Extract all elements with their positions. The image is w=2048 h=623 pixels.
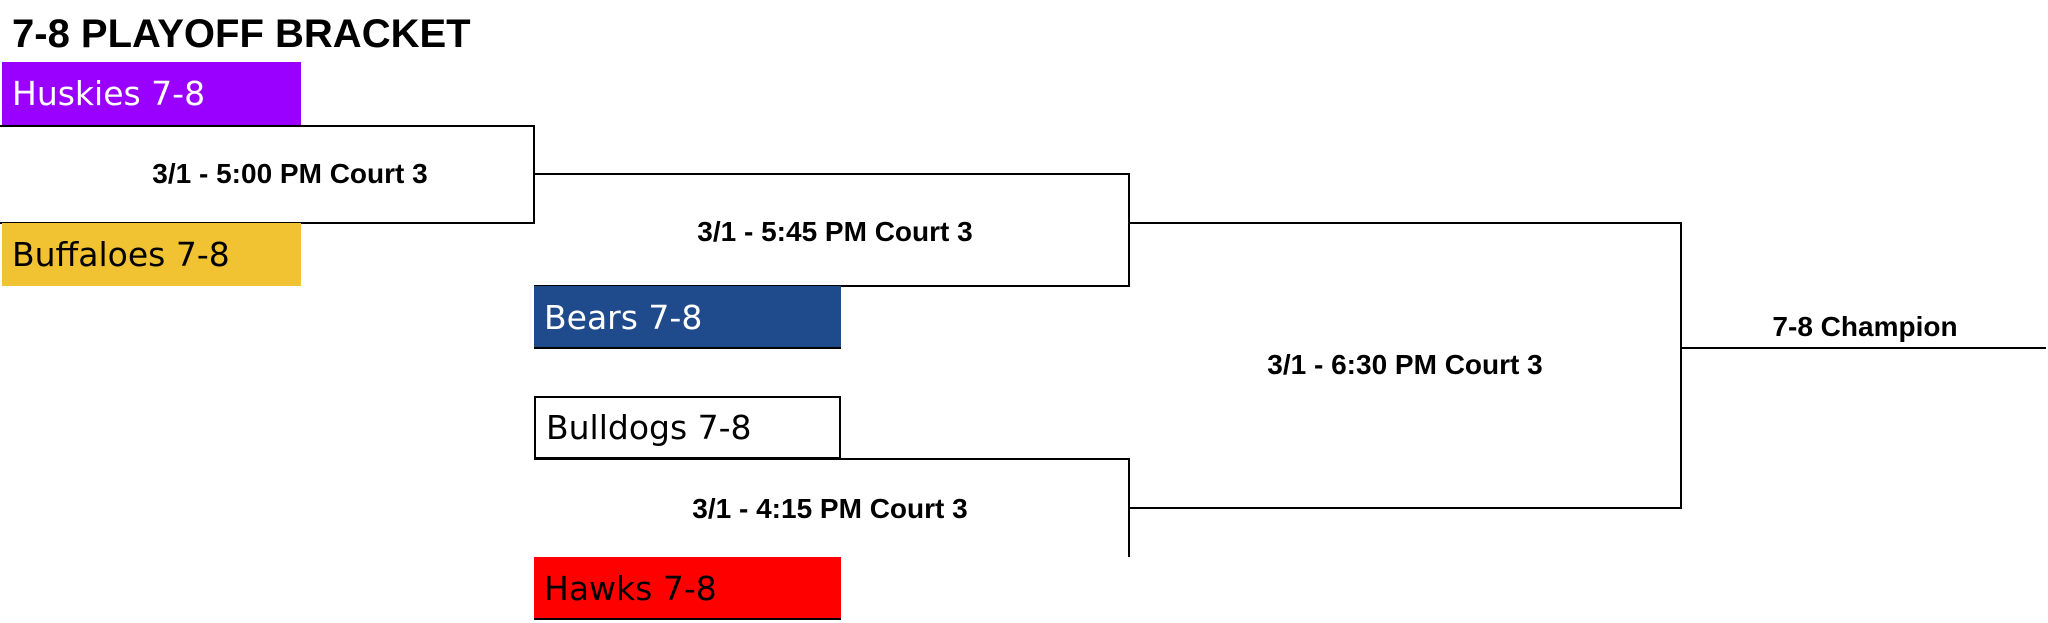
game-label: 3/1 - 4:15 PM Court 3 — [692, 493, 968, 524]
team-slot-hawks: Hawks 7-8 — [534, 557, 841, 620]
team-slot-buffaloes: Buffaloes 7-8 — [2, 223, 301, 286]
final-connector — [1129, 222, 1682, 509]
page-title: 7-8 PLAYOFF BRACKET — [12, 12, 471, 56]
team-slot-bulldogs: Bulldogs 7-8 — [534, 396, 841, 459]
team-slot-huskies: Huskies 7-8 — [2, 62, 301, 125]
game-label: 3/1 - 6:30 PM Court 3 — [1267, 349, 1543, 380]
team-name: Huskies 7-8 — [12, 74, 206, 113]
team-slot-bears: Bears 7-8 — [534, 286, 841, 349]
team-name: Buffaloes 7-8 — [12, 235, 230, 274]
team-name: Hawks 7-8 — [544, 569, 717, 608]
game-3-connector — [534, 458, 1130, 557]
game-label: 3/1 - 5:45 PM Court 3 — [697, 216, 973, 247]
champion-label: 7-8 Champion — [1772, 311, 1958, 342]
team-name: Bears 7-8 — [544, 298, 703, 337]
game-label: 3/1 - 5:00 PM Court 3 — [152, 158, 428, 189]
team-name: Bulldogs 7-8 — [546, 408, 752, 447]
